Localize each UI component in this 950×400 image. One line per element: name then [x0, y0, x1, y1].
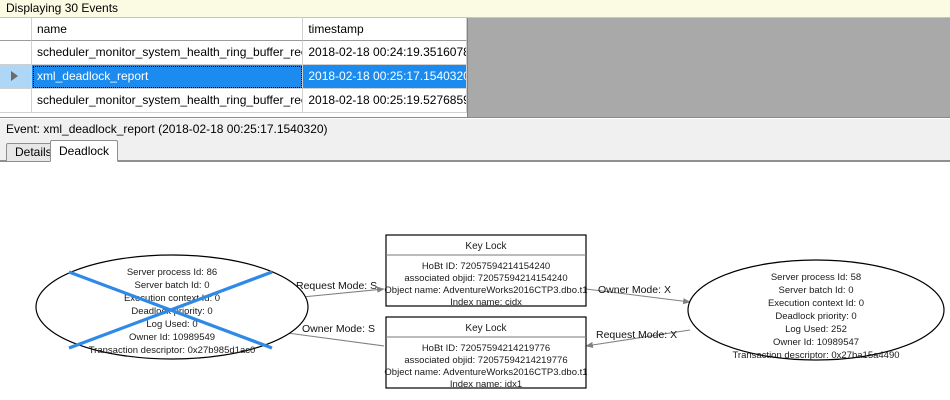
cell-timestamp[interactable]: 2018-02-18 00:25:19.5276859	[303, 89, 467, 113]
deadlock-victim-cross-icon	[68, 270, 273, 350]
table-row-selected[interactable]: xml_deadlock_report 2018-02-18 00:25:17.…	[0, 65, 467, 89]
deadlock-graph-canvas[interactable]: Request Mode: S Owner Mode: S Owner Mode…	[0, 161, 950, 400]
right-process-line-4: Log Used: 252	[785, 324, 847, 335]
right-process-line-0: Server process Id: 58	[771, 272, 861, 283]
edge-right-owner: Owner Mode: X	[585, 284, 691, 305]
tab-deadlock[interactable]: Deadlock	[50, 140, 119, 162]
cell-name[interactable]: scheduler_monitor_system_health_ring_buf…	[31, 89, 304, 113]
cell-name[interactable]: scheduler_monitor_system_health_ring_buf…	[31, 41, 304, 65]
cell-name[interactable]: xml_deadlock_report	[31, 65, 304, 89]
events-caption: Displaying 30 Events	[0, 0, 950, 18]
bottom-key-lock-line-0: HoBt ID: 72057594214219776	[422, 343, 550, 354]
events-grid[interactable]: name timestamp scheduler_monitor_system_…	[0, 18, 468, 117]
edge-label-right-owner: Owner Mode: X	[598, 284, 671, 296]
table-row[interactable]: scheduler_monitor_system_health_ring_buf…	[0, 89, 467, 113]
right-process-line-3: Deadlock priority: 0	[775, 311, 856, 322]
bottom-key-lock-line-3: Index name: idx1	[450, 379, 522, 390]
left-process-line-6: Transaction descriptor: 0x27b985d1ac0	[89, 345, 256, 356]
process-node-right[interactable]: Server process Id: 58 Server batch Id: 0…	[687, 259, 945, 361]
left-process-line-2: Execution context Id: 0	[124, 293, 220, 304]
left-process-line-5: Owner Id: 10989549	[129, 332, 215, 343]
top-key-lock-line-3: Index name: cidx	[450, 297, 522, 308]
top-key-lock-line-1: associated objid: 72057594214154240	[404, 273, 567, 284]
bottom-key-lock-title: Key Lock	[465, 323, 507, 334]
events-panel: Displaying 30 Events name timestamp sche…	[0, 0, 950, 118]
column-header-name[interactable]: name	[31, 18, 304, 41]
resource-node-bottom-key-lock[interactable]: Key Lock HoBt ID: 72057594214219776 asso…	[384, 316, 588, 390]
tabstrip: Details Deadlock	[0, 139, 950, 162]
cell-timestamp[interactable]: 2018-02-18 00:25:17.1540320	[303, 65, 467, 89]
event-header-title: Event: xml_deadlock_report (2018-02-18 0…	[0, 119, 950, 139]
resource-node-top-key-lock[interactable]: Key Lock HoBt ID: 72057594214154240 asso…	[384, 234, 588, 308]
edge-right-request: Request Mode: X	[585, 329, 691, 348]
current-row-arrow-icon	[11, 71, 18, 81]
column-header-selector	[0, 18, 32, 41]
edge-left-owner: Owner Mode: S	[279, 323, 385, 347]
edge-label-right-request: Request Mode: X	[596, 329, 677, 341]
column-header-timestamp[interactable]: timestamp	[303, 18, 467, 41]
right-process-line-5: Owner Id: 10989547	[773, 337, 859, 348]
table-row[interactable]: scheduler_monitor_system_health_ring_buf…	[0, 41, 467, 65]
left-process-line-0: Server process Id: 86	[127, 267, 217, 278]
edge-label-left-request: Request Mode: S	[296, 280, 377, 292]
right-process-line-6: Transaction descriptor: 0x27ba15a4490	[732, 350, 899, 361]
row-selector[interactable]	[0, 65, 32, 89]
edge-label-left-owner: Owner Mode: S	[302, 323, 375, 335]
process-node-left[interactable]: Server process Id: 86 Server batch Id: 0…	[35, 254, 309, 360]
left-process-line-4: Log Used: 0	[146, 319, 197, 330]
bottom-key-lock-line-2: Object name: AdventureWorks2016CTP3.dbo.…	[384, 367, 587, 378]
cell-timestamp[interactable]: 2018-02-18 00:24:19.3516078	[303, 41, 467, 65]
bottom-key-lock-line-1: associated objid: 72057594214219776	[404, 355, 567, 366]
row-selector[interactable]	[0, 89, 32, 113]
right-process-line-2: Execution context Id: 0	[768, 298, 864, 309]
top-key-lock-line-2: Object name: AdventureWorks2016CTP3.dbo.…	[384, 285, 587, 296]
top-key-lock-line-0: HoBt ID: 72057594214154240	[422, 261, 550, 272]
left-process-line-1: Server batch Id: 0	[135, 280, 210, 291]
right-process-line-1: Server batch Id: 0	[779, 285, 854, 296]
top-key-lock-title: Key Lock	[465, 241, 507, 252]
row-selector[interactable]	[0, 41, 32, 65]
events-grid-header-row: name timestamp	[0, 18, 467, 41]
